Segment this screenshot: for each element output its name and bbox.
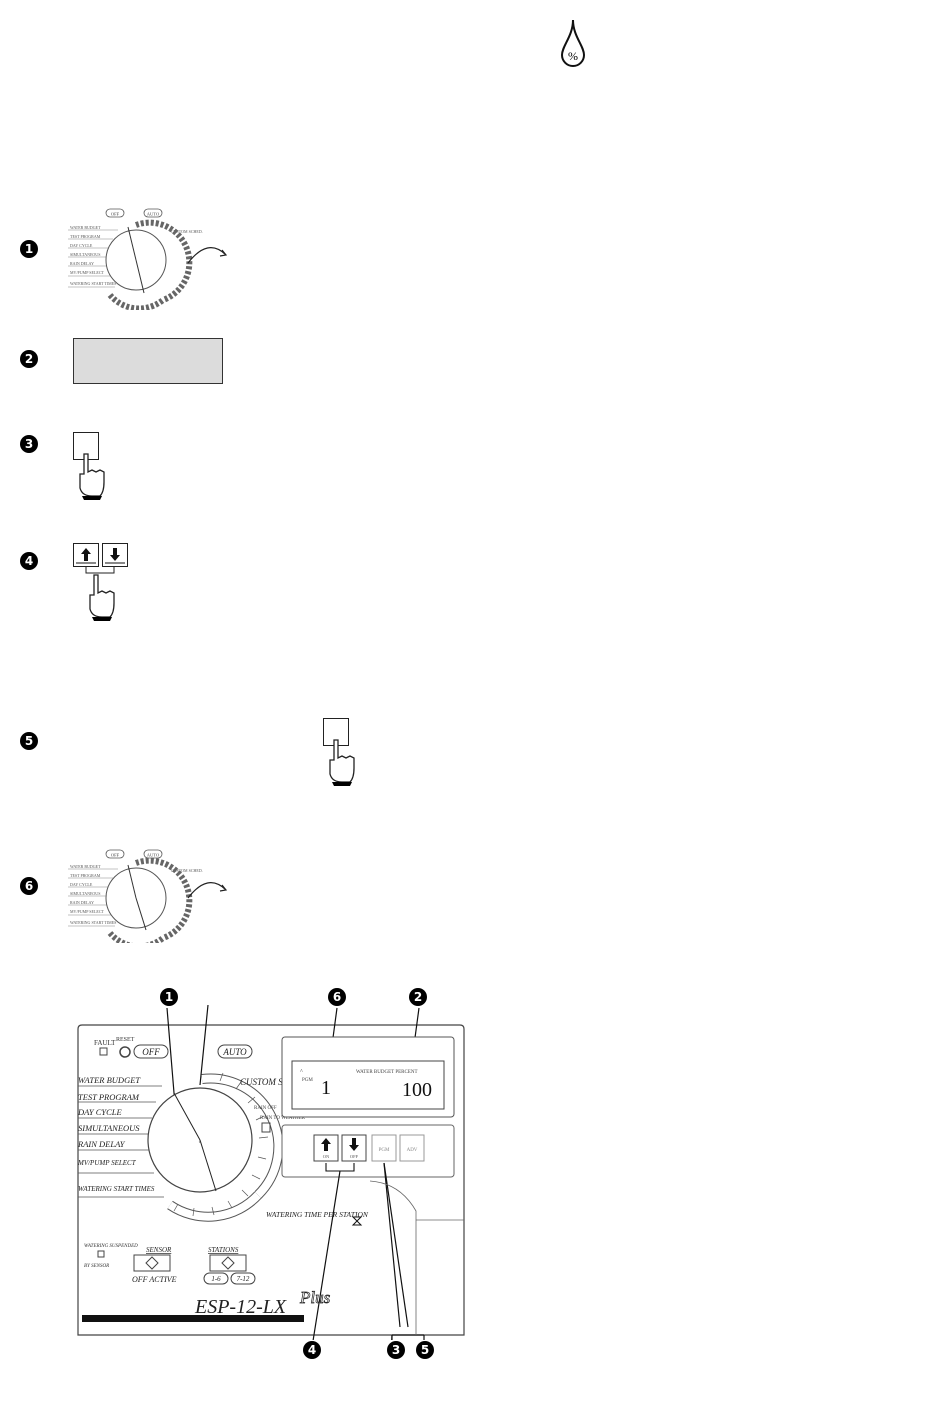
budget-label: WATER BUDGET PERCENT <box>356 1070 418 1075</box>
dial-auto-label: AUTO <box>147 212 160 217</box>
dial6-label-custom: CUSTOM SCHED. <box>171 868 203 873</box>
dial-right-rain-to: RAIN TO WEATHER <box>260 1116 306 1121</box>
dial6-label-mv-pump: MV/PUMP SELECT <box>70 909 105 914</box>
ctrl-up-label: ON <box>323 1154 330 1159</box>
dial-right-rain-off: RAIN OFF <box>254 1106 277 1111</box>
dial-left-mv-pump: MV/PUMP SELECT <box>77 1159 137 1167</box>
dial-off-label: OFF <box>111 212 120 217</box>
callout-5: 5 <box>416 1341 434 1359</box>
sensor-status: OFF ACTIVE <box>132 1275 177 1284</box>
dial-label-rain-delay: RAIN DELAY <box>70 261 94 266</box>
step-1-number: 1 <box>20 240 38 258</box>
dial-label-day-cycle: DAY CYCLE <box>70 243 93 248</box>
dial6-label-water-budget: WATER BUDGET <box>70 864 101 869</box>
stations-label: STATIONS <box>208 1246 239 1254</box>
callout-2: 2 <box>409 988 427 1006</box>
dial6-off-label: OFF <box>111 853 120 858</box>
model-name: ESP-12-LX <box>194 1296 287 1318</box>
dial-label-custom: CUSTOM SCHED. <box>171 229 203 234</box>
header-icon-text: % <box>568 49 578 63</box>
budget-value: 100 <box>402 1079 432 1101</box>
dial-label-mv-pump: MV/PUMP SELECT <box>70 270 105 275</box>
turn-arrow-icon-2 <box>187 882 227 899</box>
off-label: OFF <box>142 1047 160 1057</box>
down-button[interactable] <box>102 543 128 567</box>
watering-time-label: WATERING TIME PER STATION <box>266 1210 369 1219</box>
dial-left-start-times: WATERING START TIMES <box>78 1185 155 1193</box>
step-2-number: 2 <box>20 350 38 368</box>
dial6-label-start-times: WATERING START TIMES <box>70 920 116 925</box>
down-arrow-icon <box>105 548 125 564</box>
rain-label: WATERING SUSPENDED <box>84 1244 138 1249</box>
pgm-value: 1 <box>321 1077 331 1099</box>
dial-left-day-cycle: DAY CYCLE <box>77 1107 123 1117</box>
pgm-indicator-label: PGM <box>302 1078 313 1083</box>
reset-label: RESET <box>116 1037 135 1043</box>
dial-left-water-budget: WATER BUDGET <box>78 1075 141 1085</box>
dial-small-step-6: OFF AUTO WATER BUDGET TEST PROGRAM DAY C… <box>68 849 228 943</box>
callout-4: 4 <box>303 1341 321 1359</box>
model-suffix: Plus <box>299 1288 331 1307</box>
hand-press-both-icon <box>85 567 115 621</box>
dial-label-start-times: WATERING START TIMES <box>70 281 116 286</box>
step-4-number: 4 <box>20 552 38 570</box>
hand-press-icon-2 <box>329 739 355 786</box>
dial6-label-simultaneous: SIMULTANEOUS <box>70 891 100 896</box>
dial-left-simultaneous: SIMULTANEOUS <box>78 1123 140 1133</box>
dial6-label-day-cycle: DAY CYCLE <box>70 882 93 887</box>
dial-right-custom: CUSTOM SCHED. <box>240 1077 309 1087</box>
ctrl-adv-label: ADV <box>407 1148 418 1153</box>
step-3-number: 3 <box>20 435 38 453</box>
water-drop-percent-icon: % <box>560 19 586 67</box>
fault-label: FAULT <box>94 1039 116 1047</box>
up-arrow-icon <box>76 548 96 564</box>
dial-left-test-program: TEST PROGRAM <box>78 1092 140 1102</box>
step-5-number: 5 <box>20 732 38 750</box>
step-6-number: 6 <box>20 877 38 895</box>
auto-label: AUTO <box>222 1047 247 1057</box>
stations-range-2: 7-12 <box>237 1275 250 1283</box>
controller-illustration: FAULT RESET OFF AUTO WATER BUDGET TEST P… <box>77 1005 465 1340</box>
dial6-label-rain-delay: RAIN DELAY <box>70 900 94 905</box>
callout-3: 3 <box>387 1341 405 1359</box>
ctrl-pgm-label: PGM <box>379 1148 390 1153</box>
dial-label-simultaneous: SIMULTANEOUS <box>70 252 100 257</box>
sensor-label: SENSOR <box>146 1246 172 1254</box>
controller-pgm-button[interactable] <box>371 1134 397 1162</box>
hourglass-icon <box>351 1216 363 1226</box>
lcd-display-blank <box>73 338 223 384</box>
turn-arrow-icon <box>187 247 227 264</box>
hand-press-icon <box>79 453 105 500</box>
up-button[interactable] <box>73 543 99 567</box>
dial-label-water-budget: WATER BUDGET <box>70 225 101 230</box>
ctrl-down-label: OFF <box>350 1154 359 1159</box>
svg-text:^: ^ <box>300 1069 303 1075</box>
dial6-auto-label: AUTO <box>147 853 160 858</box>
dial-label-test-program: TEST PROGRAM <box>70 234 101 239</box>
dial-left-rain-delay: RAIN DELAY <box>77 1139 126 1149</box>
dial-small-step-1: OFF AUTO WATER BUDGET TEST PROGRAM DAY C… <box>68 208 228 310</box>
reset-button[interactable] <box>119 1046 131 1058</box>
controller-adv-button[interactable] <box>399 1134 425 1162</box>
callout-1: 1 <box>160 988 178 1006</box>
dial6-label-test-program: TEST PROGRAM <box>70 873 101 878</box>
svg-text:o: o <box>199 1140 202 1145</box>
stations-range-1: 1-6 <box>211 1275 221 1283</box>
by-sensor-label: BY SENSOR <box>84 1264 109 1269</box>
callout-6: 6 <box>328 988 346 1006</box>
